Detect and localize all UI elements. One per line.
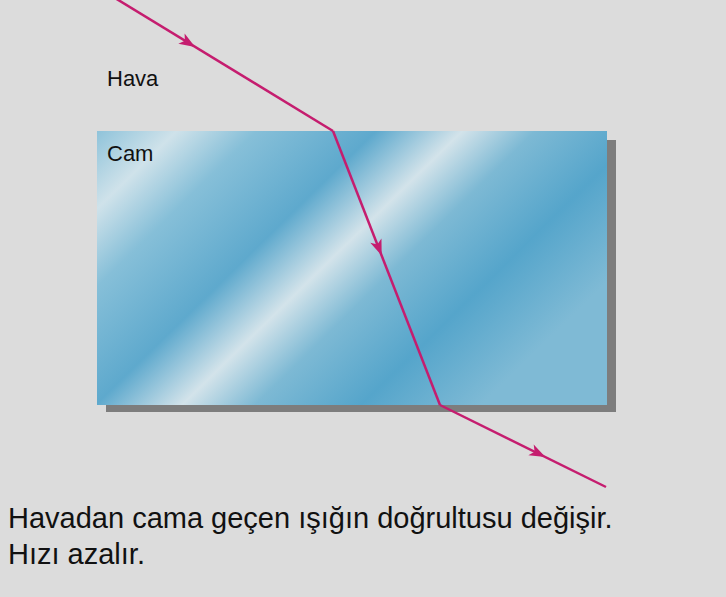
ray-arrows [178,33,548,462]
glass-block-box: Cam [97,131,607,405]
material-label: Cam [107,141,597,167]
light-ray [115,0,606,487]
caption-text: Havadan cama geçen ışığın doğrultusu değ… [8,500,628,573]
glass-block [97,131,607,405]
medium-label: Hava [107,66,158,92]
